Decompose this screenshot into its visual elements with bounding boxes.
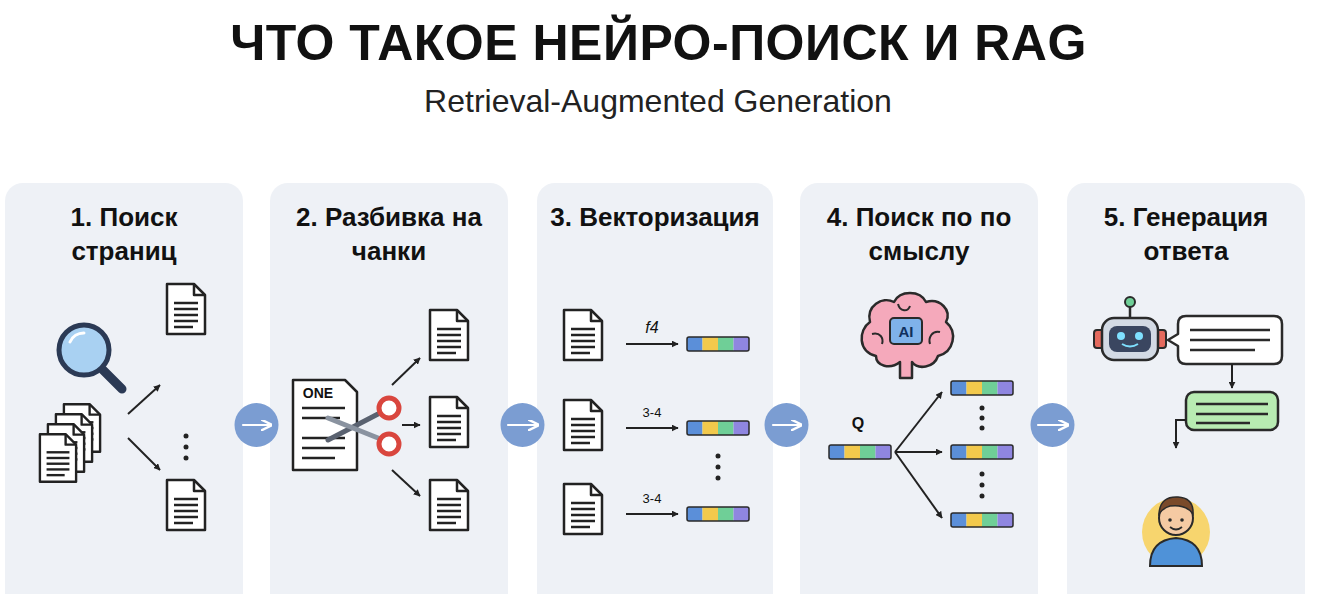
document-stack [40,404,100,482]
function-label: f4 [645,319,658,337]
page-title: ЧТО ТАКОЕ НЕЙРО-ПОИСК И RAG [0,14,1317,72]
flow-arrow [508,424,537,426]
query-label: Q [852,415,864,433]
dimension-label: 3-4 [643,405,662,420]
panel-fill [800,183,1038,594]
flow-arrow [243,424,270,426]
ellipsis-dots [716,454,721,481]
speech-bubble [1168,316,1282,364]
vector-bar [687,421,749,435]
step-panel: 1. Поиск страниц [5,183,243,594]
dimension-label: 3-4 [643,491,662,506]
magnifier-icon [59,325,122,389]
step-heading: 1. Поиск страниц [29,201,219,269]
panel-fill [1067,183,1305,594]
ellipsis-dots [184,434,189,461]
document-icon [167,480,205,530]
step-heading: 3. Векторизация [542,201,768,235]
step-heading: 2. Разбивка на чанки [294,201,484,269]
chunk-document [564,484,602,534]
ai-badge: AI [899,323,914,340]
flow-circle [765,403,809,447]
robot-icon [1094,297,1166,360]
document-label: ONE [303,385,333,401]
chunk-document [564,400,602,450]
chunk-document [564,310,602,360]
chunk-document [430,397,468,447]
step-panel: 3. Векторизация [537,183,773,594]
flow-circle [235,403,279,447]
step-panel: 5. Генерация ответа [1067,183,1305,594]
user-icon [1142,497,1210,566]
fork-lines [895,392,942,518]
panel-fill [270,183,508,594]
subtitle: Retrieval-Augmented Generation [424,83,892,120]
vector-bar [687,337,749,351]
chunk-document [430,480,468,530]
vector-bar [951,513,1013,527]
document-icon [167,284,205,334]
vector-bar [687,507,749,521]
step-heading: 5. Генерация ответа [1086,201,1286,269]
flow-circle [1031,403,1075,447]
answer-bubble [1186,392,1278,430]
step-panel: 4. Поиск по по смыслу [800,183,1038,594]
vector-bar [951,381,1013,395]
flow-arrow [773,424,800,426]
flow-circle [501,403,545,447]
panel-fill [537,183,773,594]
flow-arrow [1038,424,1067,426]
panel-fill [5,183,243,594]
brain-icon [862,293,953,378]
query-vector [829,445,891,459]
scissors-icon [328,398,399,454]
vector-bar [951,445,1013,459]
step-heading: 4. Поиск по по смыслу [819,201,1019,269]
chunk-document [430,310,468,360]
ellipsis-dots [980,406,985,499]
